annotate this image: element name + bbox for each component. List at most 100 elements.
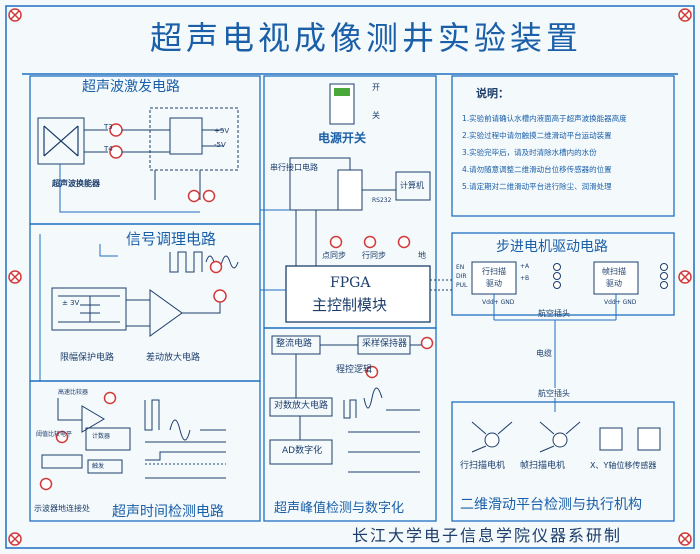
- transducer-box: [37, 117, 85, 165]
- computer-box: [395, 171, 431, 201]
- row-driver: [471, 261, 517, 295]
- rs232-label: RS232: [372, 197, 392, 204]
- echo-waveform: [205, 255, 239, 269]
- excitation-driver: [149, 107, 239, 171]
- peak-waveforms: [343, 387, 420, 473]
- ground-wire-label: 示波器地连接处: [34, 504, 90, 513]
- testpoint-t6[interactable]: [55, 430, 69, 444]
- instruction-2: 2.实验过程中请勿触摸二维滑动平台运动装置: [462, 131, 612, 140]
- vdd-label-2: Vdd+ GND: [604, 299, 637, 306]
- cable-label: 电缆: [536, 349, 552, 358]
- limiter-circuit: [51, 287, 127, 331]
- screw-icon: [8, 270, 22, 284]
- serial-connector: [337, 169, 363, 211]
- panel-border: [5, 5, 695, 549]
- logamp-box: [269, 397, 333, 417]
- xy-sensor-label: X、Y轴位移传感器: [590, 461, 657, 470]
- screw-icon: [678, 270, 692, 284]
- testpoint-t13[interactable]: [363, 235, 377, 249]
- row-driver-label: 行扫描: [482, 267, 506, 276]
- threshold-label: 阈值比较电平: [36, 431, 73, 438]
- frame-driver-sub: 驱动: [606, 279, 622, 288]
- page-title: 超声电视成像测井实验装置: [150, 19, 583, 57]
- aviation-bottom-label: 航空插头: [538, 389, 570, 398]
- diffamp-label: 差动放大电路: [146, 353, 201, 363]
- testpoint-t15[interactable]: [39, 477, 53, 491]
- ctrl-a-label: +A: [520, 263, 530, 270]
- footer-text: 长江大学电子信息学院仪器系研制: [352, 526, 623, 545]
- diffamp-icon: [149, 289, 183, 337]
- fpga-label: FPGA: [330, 275, 371, 291]
- stepper-heading: 步进电机驱动电路: [496, 239, 608, 255]
- ctrl-b-label: +B: [520, 275, 530, 282]
- t4-label: T4: [104, 145, 113, 153]
- row-motor-label: 行扫描电机: [460, 461, 506, 471]
- excitation-section: [29, 75, 261, 225]
- screw-icon: [678, 8, 692, 22]
- testpoint-t5-top[interactable]: [209, 260, 223, 274]
- testpoint-t9[interactable]: [365, 365, 379, 379]
- testpoint-t5[interactable]: [213, 289, 227, 303]
- pul-label: PUL: [456, 282, 468, 289]
- row-driver-sub: 驱动: [486, 279, 502, 288]
- row-motor-icon: [484, 432, 500, 448]
- v3-label: ± 3V: [62, 299, 80, 307]
- row-sync-label: 行同步: [362, 251, 386, 260]
- aviation-top-label: 航空插头: [538, 309, 570, 318]
- limiter-label: 限幅保护电路: [60, 353, 115, 363]
- testpoint-t7[interactable]: [103, 391, 117, 405]
- serial-label: 串行接口电路: [270, 163, 318, 172]
- instruction-1: 1.实验前请确认水槽内液面高于超声波换能器高度: [462, 114, 627, 123]
- frame-motor-label: 帧扫描电机: [520, 461, 566, 471]
- en-label: EN: [456, 264, 465, 271]
- comparator-icon: [81, 405, 105, 433]
- pos-sync-label: 点同步: [322, 251, 346, 260]
- ad-box: [269, 439, 333, 465]
- testpoint-t12[interactable]: [329, 235, 343, 249]
- v5n-label: -5V: [214, 141, 226, 149]
- timing-section: [29, 380, 261, 522]
- peak-section: [263, 327, 437, 522]
- platform-heading: 二维滑动平台检测与执行机构: [460, 497, 642, 513]
- trigger-label: 触发: [92, 463, 105, 470]
- logic-label: 程控逻辑: [336, 365, 373, 375]
- switch-on-label: 开: [372, 83, 380, 92]
- transducer-icon: [43, 125, 79, 157]
- screw-icon: [8, 8, 22, 22]
- frame-driver-label: 帧扫描: [602, 267, 626, 276]
- testpoint-t10[interactable]: [420, 336, 434, 350]
- pulse-waveform: [169, 251, 203, 273]
- fpga-sub-label: 主控制模块: [312, 296, 388, 314]
- switch-off-label: 关: [372, 111, 380, 120]
- peak-heading: 超声峰值检测与数字化: [274, 501, 405, 516]
- screw-icon: [8, 532, 22, 546]
- counter-label: 计数器: [92, 433, 111, 440]
- instruction-3: 3.实验完毕后，请及时清除水槽内的水份: [462, 148, 597, 157]
- logamp-label: 对数放大电路: [274, 401, 329, 411]
- transducer-label: 超声波换能器: [52, 179, 100, 188]
- v5p-label: +5V: [214, 127, 230, 135]
- power-heading: 电源开关: [318, 131, 367, 145]
- x-sensor-icon: [599, 427, 623, 451]
- excitation-heading: 超声波激发电路: [82, 79, 180, 95]
- ad-label: AD数字化: [282, 446, 323, 456]
- ground-label: 地: [418, 251, 426, 260]
- instruction-4: 4.请勿随意调整二维滑动台位移传感器的位置: [462, 165, 612, 174]
- testpoint-t2[interactable]: [187, 189, 201, 203]
- timing-heading: 超声时间检测电路: [112, 504, 224, 520]
- stepper-section: [451, 232, 675, 316]
- fpga-module: [285, 265, 431, 323]
- y-sensor-icon: [637, 427, 661, 451]
- frame-motor-icon: [552, 432, 568, 448]
- rectifier-label: 整流电路: [276, 339, 313, 349]
- t3-label: T3: [104, 123, 113, 131]
- sampler-label: 采样保持器: [362, 339, 408, 349]
- testpoint-t14[interactable]: [397, 235, 411, 249]
- instructions-box: [451, 75, 675, 217]
- testpoint-t1[interactable]: [202, 189, 216, 203]
- timing-waveforms: [145, 441, 226, 479]
- instructions-title: 说明：: [476, 87, 509, 100]
- signal-heading: 信号调理电路: [126, 230, 217, 248]
